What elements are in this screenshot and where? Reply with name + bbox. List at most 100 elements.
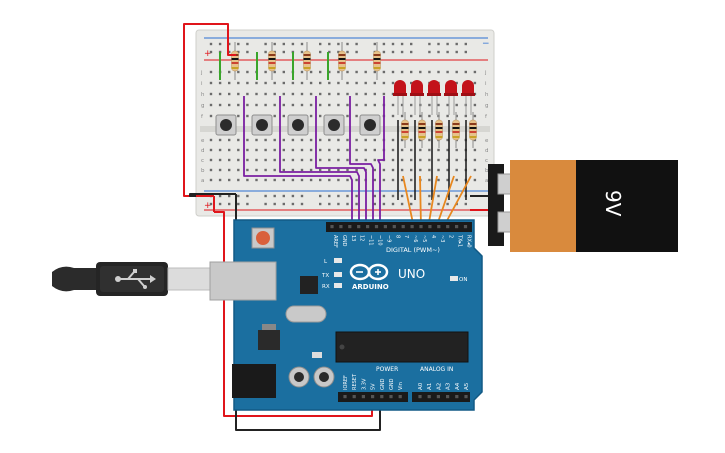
pin-label: 8 [394, 235, 400, 238]
red-led [410, 80, 424, 115]
header-pin [427, 395, 431, 399]
pin-label: A3 [446, 382, 452, 390]
pin-label: ~3 [439, 235, 445, 242]
header-pin [446, 225, 450, 229]
pushbutton [359, 114, 381, 136]
purple-wire-button [315, 96, 367, 228]
pull-resistors [219, 42, 381, 80]
pull-resistor [338, 42, 346, 80]
row-letter: b [485, 168, 489, 174]
dc-power-jack[interactable] [232, 364, 276, 398]
battery-label: 9V [601, 190, 625, 217]
header-pin [437, 225, 441, 229]
header-pin [361, 395, 365, 399]
pin-label: ~10 [377, 235, 383, 246]
row-letter: i [201, 81, 203, 87]
header-pin [343, 395, 347, 399]
header-pin [374, 225, 379, 229]
pin-label: 12 [359, 235, 365, 241]
battery-9v[interactable]: 9V [488, 160, 678, 252]
breadboard-holes [209, 42, 477, 206]
digital-label: DIGITAL (PWM~) [386, 246, 440, 254]
analog-header[interactable] [412, 392, 470, 402]
led-tx-label: TX [321, 273, 329, 279]
header-pin [339, 225, 343, 229]
pin-label: ~6 [412, 235, 418, 242]
row-letter: f [485, 114, 488, 120]
row-letter: g [201, 103, 205, 109]
purple-wire-button [279, 96, 360, 228]
header-pin [392, 225, 396, 229]
header-pin [463, 225, 468, 229]
led-l-label: L [324, 259, 328, 265]
digital-header-pins [330, 225, 468, 229]
row-letter: h [485, 92, 489, 98]
row-letter: e [201, 138, 205, 144]
pin-label: 5V [371, 383, 377, 390]
purple-wire-button [349, 96, 374, 228]
row-letter: j [200, 70, 203, 76]
header-pin [428, 225, 432, 229]
pin-label: ~9 [385, 235, 391, 242]
header-pin [366, 225, 370, 229]
red-led [444, 80, 458, 115]
pin-label: AREF [332, 235, 338, 248]
pin-label: 3.3V [361, 378, 367, 390]
pushbutton [323, 114, 345, 136]
pin-label: A5 [464, 382, 470, 390]
arduino-uno-board[interactable]: L TX RX ON ARDUINO UNO DIGITAL (PWM~) PO… [209, 219, 483, 411]
led-resistor [435, 112, 443, 148]
header-pin [330, 225, 334, 229]
pin-label: ~11 [368, 235, 374, 246]
led-l [334, 258, 342, 263]
pin-label: RESET [352, 373, 358, 390]
led-tx [334, 272, 342, 277]
header-pin [410, 225, 414, 229]
rail-minus-top: − [482, 39, 490, 49]
usb-cable[interactable] [52, 262, 213, 296]
pushbutton [251, 114, 273, 136]
led-resistor [452, 112, 460, 148]
bottom-header-pins [343, 395, 468, 399]
pin-label: A1 [427, 383, 433, 390]
row-letter: a [201, 178, 204, 184]
header-pin [398, 395, 402, 399]
header-pin [371, 395, 375, 399]
pin-label: ~5 [421, 235, 427, 242]
pin-label: TX▸1 [457, 234, 463, 247]
red-led [427, 80, 441, 115]
row-letter: i [485, 81, 487, 87]
reset-button[interactable] [256, 231, 270, 245]
usb-port[interactable] [209, 261, 277, 301]
analog-label: ANALOG IN [420, 366, 453, 373]
header-pin [383, 225, 387, 229]
digital-header[interactable] [326, 222, 472, 232]
header-pin [419, 225, 423, 229]
header-pin [380, 395, 384, 399]
power-label: POWER [376, 366, 398, 373]
pushbuttons [215, 114, 381, 136]
pull-resistor [373, 42, 381, 80]
header-pin [389, 395, 393, 399]
row-letter: f [201, 114, 204, 120]
pin-label: IOREF [343, 375, 349, 390]
row-letter: b [201, 168, 205, 174]
pull-resistor [303, 42, 311, 80]
red-led [461, 80, 475, 115]
led-rx [334, 283, 342, 288]
pin-label: A2 [436, 383, 442, 390]
header-pin [455, 225, 459, 229]
header-pin [418, 395, 422, 399]
pin-label: Vin [398, 382, 404, 390]
row-letter: g [485, 103, 489, 109]
header-pin [401, 225, 405, 229]
arduino-brand: ARDUINO [352, 283, 389, 291]
red-led [393, 80, 407, 115]
leds [393, 80, 477, 148]
pin-label: RX◂0 [466, 235, 472, 248]
led-resistor [418, 112, 426, 148]
rail-plus-bottom: + [204, 201, 212, 211]
